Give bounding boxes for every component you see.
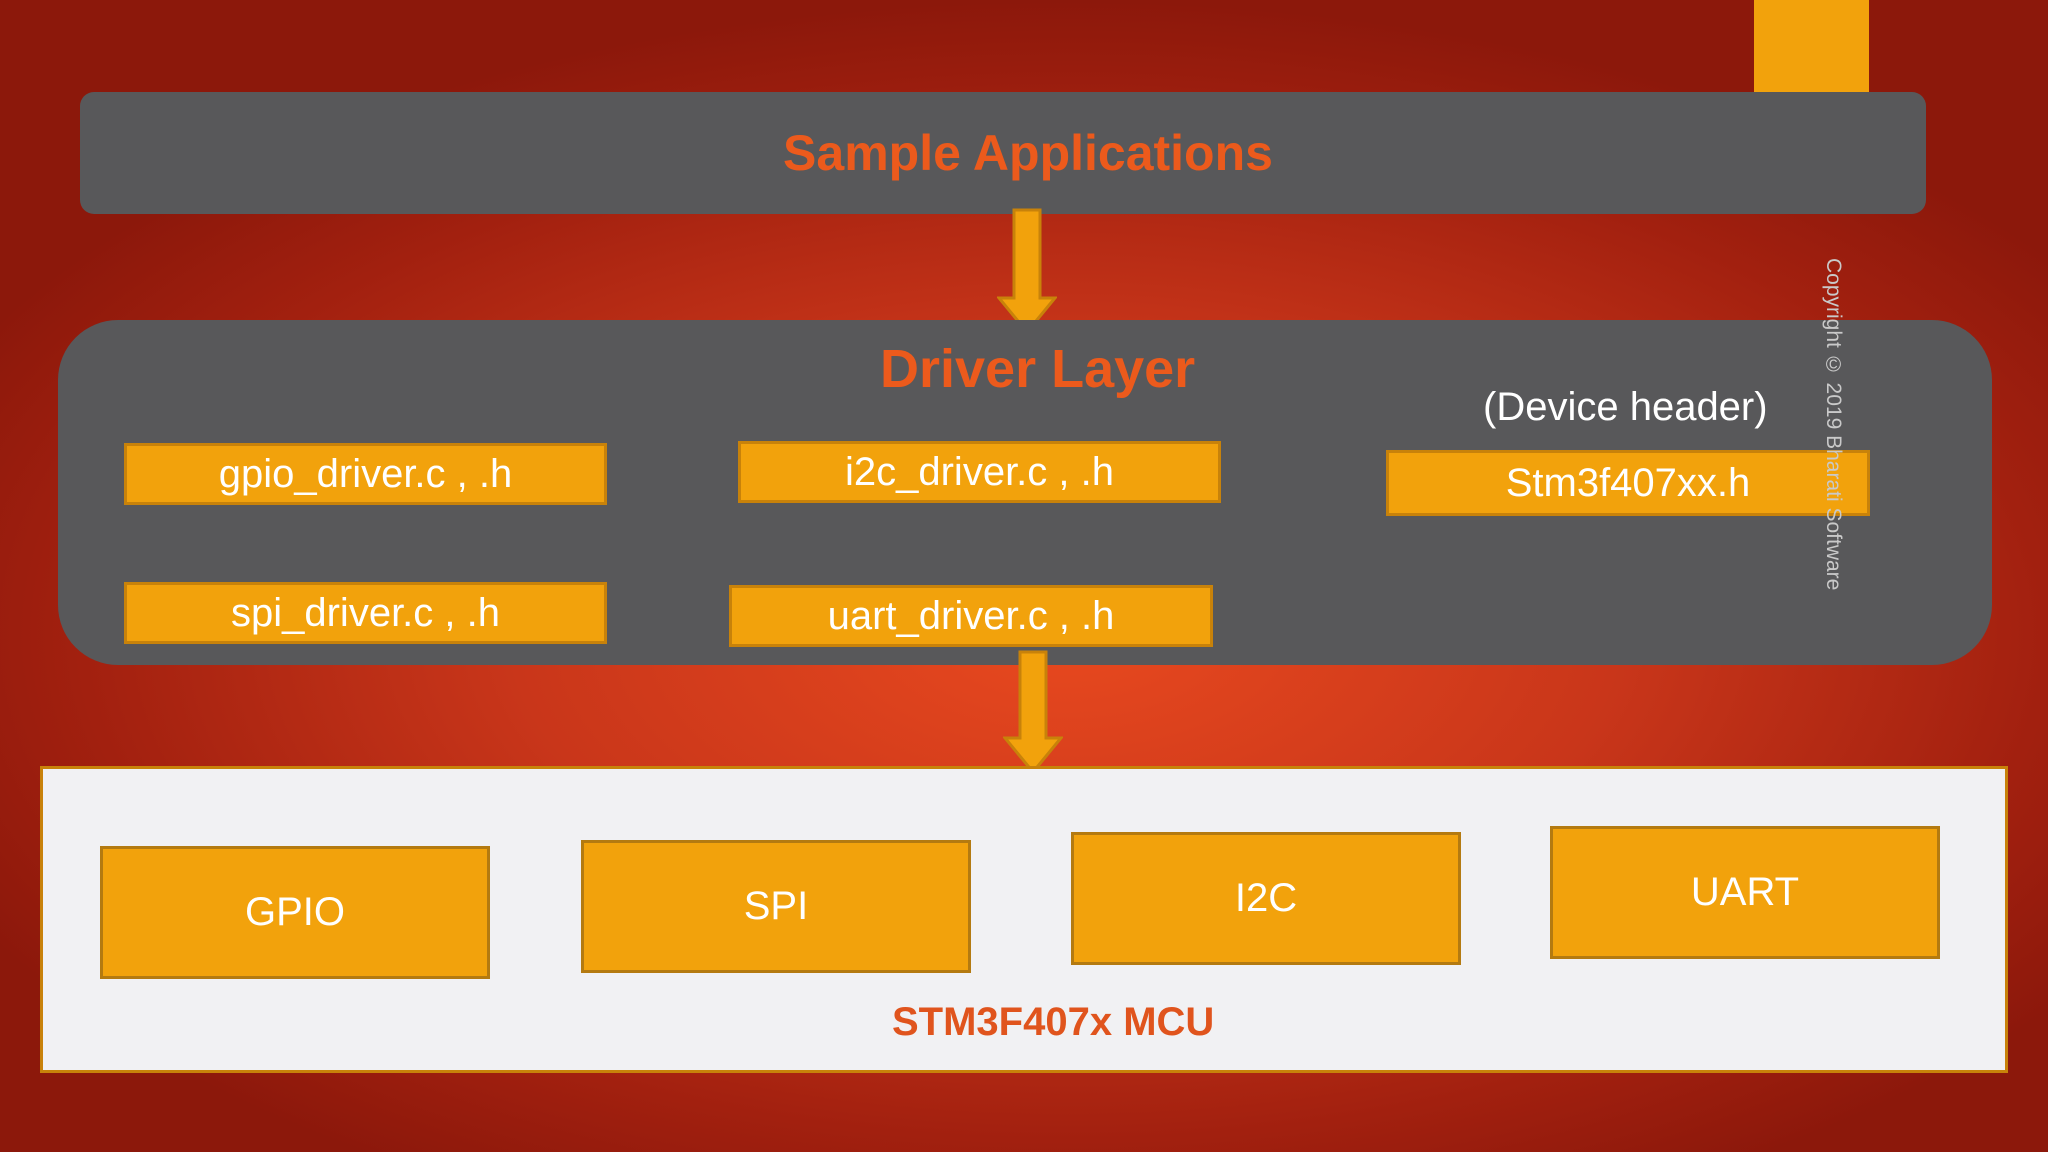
spi-peripheral: SPI	[581, 840, 971, 973]
gpio-peripheral: GPIO	[100, 846, 490, 979]
sample-applications-layer: Sample Applications	[80, 92, 1926, 214]
gpio-driver-file: gpio_driver.c , .h	[124, 443, 607, 505]
spi-driver-file: spi_driver.c , .h	[124, 582, 607, 644]
driver-layer-title: Driver Layer	[880, 339, 1196, 399]
uart-peripheral: UART	[1550, 826, 1940, 959]
copyright-notice: Copyright © 2019 Bharati Software	[1822, 258, 1845, 591]
device-header-caption: (Device header)	[1483, 385, 1768, 429]
down-arrow-icon	[997, 208, 1057, 336]
uart-driver-file: uart_driver.c , .h	[729, 585, 1213, 647]
i2c-peripheral: I2C	[1071, 832, 1461, 965]
accent-tab	[1754, 0, 1869, 92]
down-arrow-icon	[1003, 650, 1063, 776]
i2c-driver-file: i2c_driver.c , .h	[738, 441, 1221, 503]
sample-applications-title: Sample Applications	[783, 125, 1273, 181]
device-header-file: Stm3f407xx.h	[1386, 450, 1870, 516]
mcu-label: STM3F407x MCU	[892, 1000, 1215, 1044]
